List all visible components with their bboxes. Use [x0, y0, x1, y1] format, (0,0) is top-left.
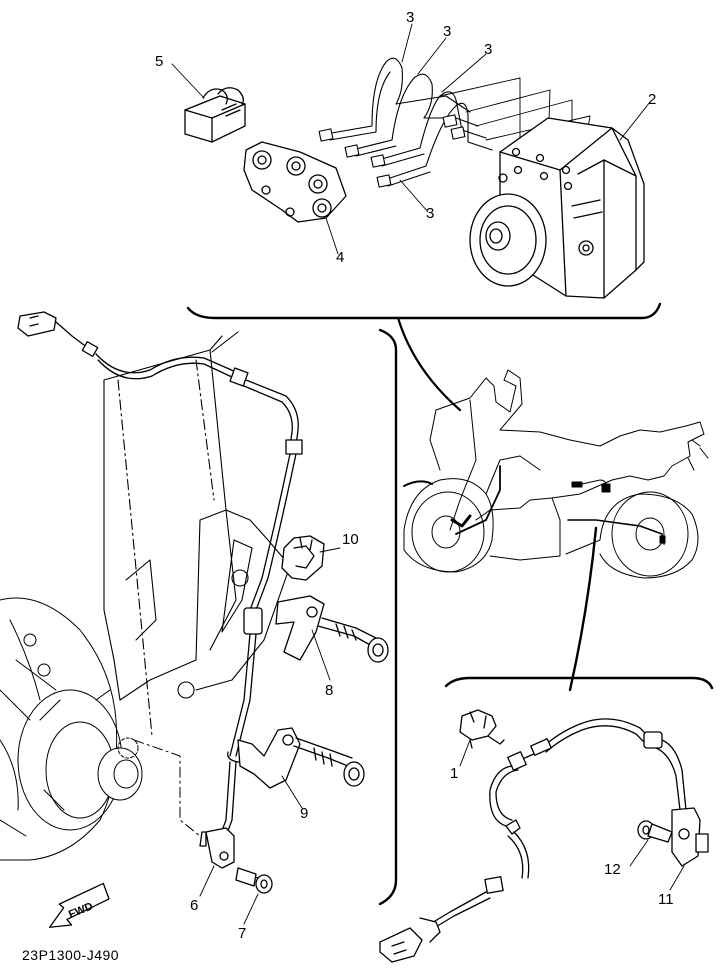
- part-12-bolt: [637, 820, 673, 843]
- callout-3: 3: [484, 41, 493, 58]
- callout-9: 9: [300, 805, 309, 822]
- rear-sensor-lead: [379, 718, 687, 963]
- front-sensor-lead: [17, 311, 303, 837]
- part-3-brake-pipes: [318, 57, 493, 188]
- callout-2: 2: [648, 91, 657, 108]
- fwd-arrow-icon: FWD: [48, 882, 110, 928]
- part-2-abs-unit: [469, 117, 645, 299]
- callout-7: 7: [238, 925, 247, 942]
- part-9-bracket: [237, 727, 365, 789]
- part-8-bracket: [275, 595, 389, 663]
- callout-6: 6: [190, 897, 199, 914]
- left-callout-leaders: [199, 547, 341, 925]
- callout-8: 8: [325, 682, 334, 699]
- part-1-clip: [459, 709, 505, 749]
- part-6-front-wheel-sensor: [199, 827, 235, 869]
- diagram-code: 23P1300-J490: [22, 947, 120, 963]
- part-5-connector: [184, 87, 246, 143]
- part-10-clip: [281, 535, 325, 581]
- callout-1: 1: [450, 765, 459, 782]
- callout-10: 10: [342, 531, 359, 548]
- callout-3: 3: [426, 205, 435, 222]
- part-11-rear-wheel-sensor: [671, 807, 709, 867]
- part-7-bolt: [235, 867, 273, 894]
- callout-12: 12: [604, 861, 621, 878]
- panel-dividers: [378, 316, 714, 906]
- top-callout-leaders: [171, 23, 651, 255]
- callout-3: 3: [406, 9, 415, 26]
- front-wheel-hub: [0, 597, 201, 861]
- callout-3: 3: [443, 23, 452, 40]
- top-bracket-frame: [186, 302, 662, 320]
- callout-4: 4: [336, 249, 345, 266]
- motorcycle-location-map: [403, 369, 709, 579]
- front-fork-assembly: [103, 331, 291, 737]
- callout-5: 5: [155, 53, 164, 70]
- part-4-bracket: [243, 141, 347, 223]
- callout-11: 11: [658, 891, 674, 908]
- rear-callout-leaders: [459, 739, 685, 891]
